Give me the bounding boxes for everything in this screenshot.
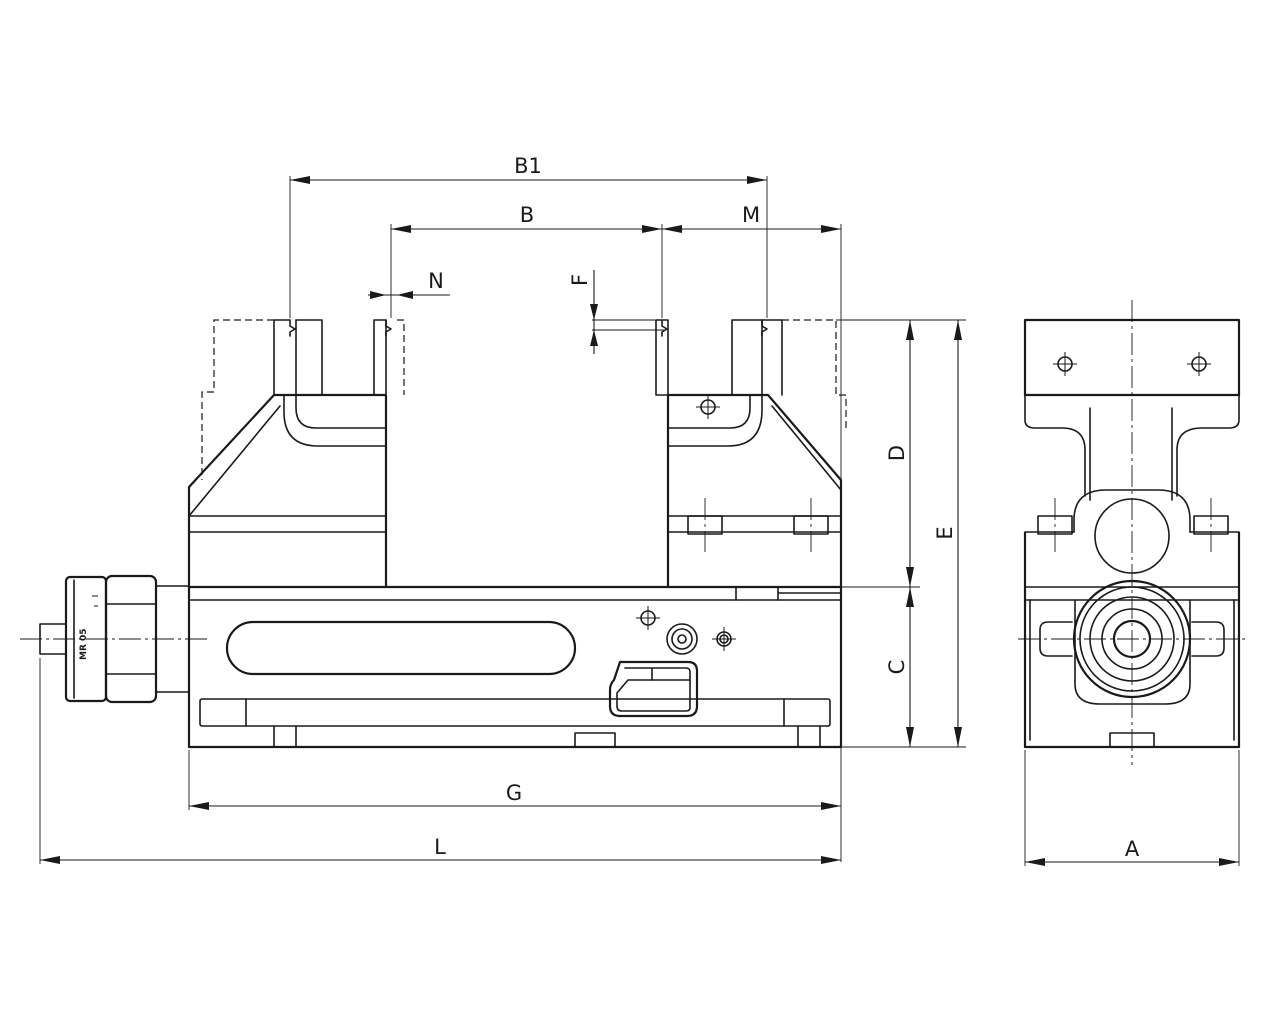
dim-label-m: M (742, 203, 760, 227)
side-view (1018, 300, 1246, 765)
dim-label-e: E (933, 526, 957, 539)
handle-window (608, 660, 699, 718)
front-view: MR 05 (20, 319, 847, 749)
dim-label-n: N (428, 269, 444, 293)
elongated-slot (225, 620, 577, 676)
dim-label-f: F (568, 274, 592, 286)
screw-symbols (636, 395, 736, 655)
dim-label-b: B (520, 203, 534, 227)
handwheel-marking: MR 05 (79, 628, 89, 660)
movable-jaw (187, 319, 405, 587)
dim-label-d: D (885, 445, 909, 461)
dim-label-l: L (434, 835, 446, 859)
dim-label-g: G (506, 781, 522, 805)
dim-label-c: C (885, 660, 909, 675)
dimensions: B1 B M N F D E C G L A (39, 154, 1240, 866)
fixed-jaw (655, 319, 847, 587)
base-body (187, 585, 843, 749)
dim-label-a: A (1125, 837, 1140, 861)
dim-label-b1: B1 (514, 154, 542, 178)
